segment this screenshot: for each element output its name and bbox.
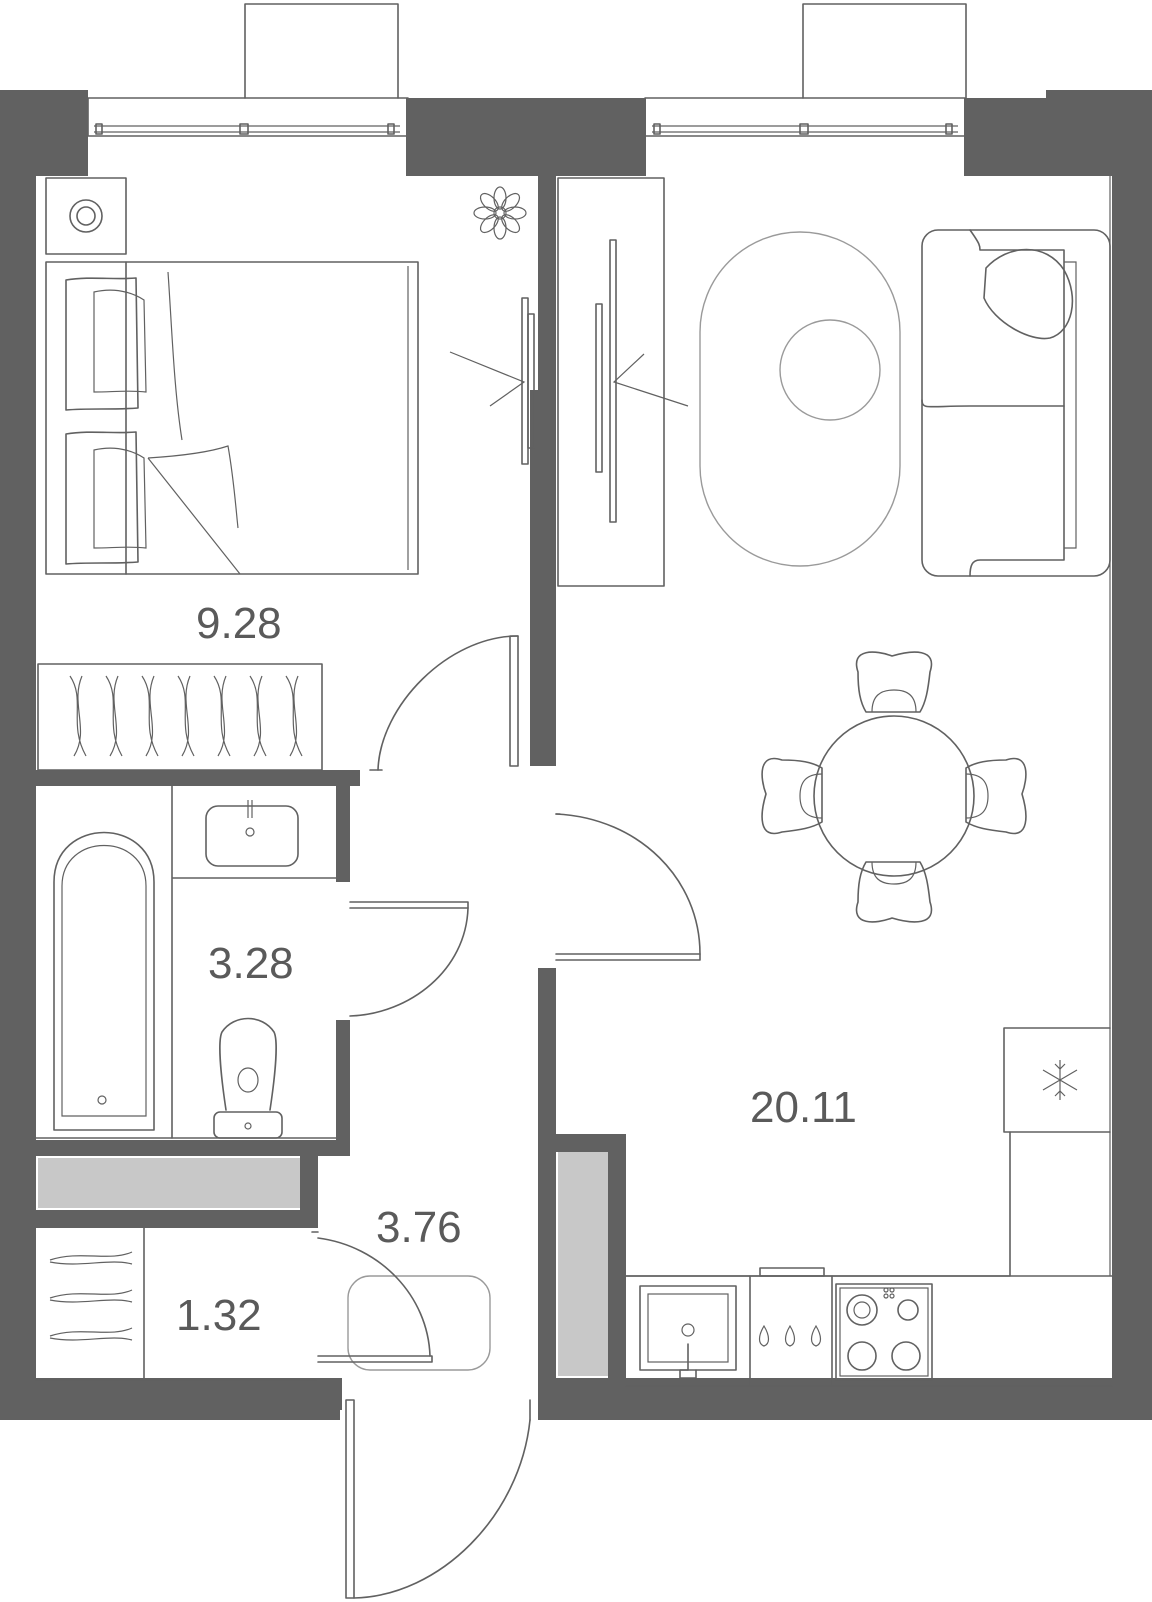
ventilation-shaft-right xyxy=(558,1152,608,1376)
balcony-right xyxy=(644,3,967,137)
lamp-icon xyxy=(69,199,103,233)
door-bedroom[interactable] xyxy=(369,635,519,771)
door-kitchen-living[interactable] xyxy=(555,813,701,961)
water-drops-icon xyxy=(758,1324,822,1347)
sofa xyxy=(921,229,1111,577)
bedroom-window-door xyxy=(449,297,535,465)
toilet xyxy=(213,1017,283,1139)
room-area-bathroom: 3.28 xyxy=(208,939,294,988)
entrance-door[interactable] xyxy=(345,1399,531,1599)
room-area-hallway: 3.76 xyxy=(376,1203,462,1252)
stove xyxy=(835,1283,933,1381)
bedroom xyxy=(37,177,535,771)
ventilation-shaft-left xyxy=(38,1158,300,1208)
bathtub xyxy=(53,831,155,1131)
pillow xyxy=(65,431,139,565)
room-area-kitchen-living: 20.11 xyxy=(750,1083,857,1132)
fridge xyxy=(1003,1027,1111,1133)
kitchen-living-room xyxy=(557,176,1113,1387)
chair xyxy=(761,757,823,835)
kitchen-counter xyxy=(625,1131,1113,1387)
chair xyxy=(965,757,1027,835)
wardrobe xyxy=(37,663,323,771)
plant-icon xyxy=(473,186,527,240)
snowflake-icon xyxy=(1042,1060,1078,1100)
rug xyxy=(699,231,901,567)
room-area-closet: 1.32 xyxy=(176,1291,262,1340)
door-closet[interactable] xyxy=(311,1231,433,1363)
double-bed xyxy=(45,261,419,575)
pillow xyxy=(65,277,139,411)
dining-table xyxy=(813,715,975,877)
door-bathroom[interactable] xyxy=(349,901,469,1017)
armchair-icon xyxy=(983,248,1074,340)
dining-set xyxy=(761,651,1027,923)
walls xyxy=(0,90,1152,1420)
nightstand xyxy=(45,177,127,255)
hallway-rug xyxy=(347,1275,491,1371)
closet xyxy=(35,1227,317,1381)
tv-stand xyxy=(557,177,689,587)
chair xyxy=(855,651,933,713)
coffee-table xyxy=(779,319,881,421)
bathroom xyxy=(35,785,337,1139)
balcony-left xyxy=(87,3,409,137)
room-area-bedroom: 9.28 xyxy=(196,599,282,648)
